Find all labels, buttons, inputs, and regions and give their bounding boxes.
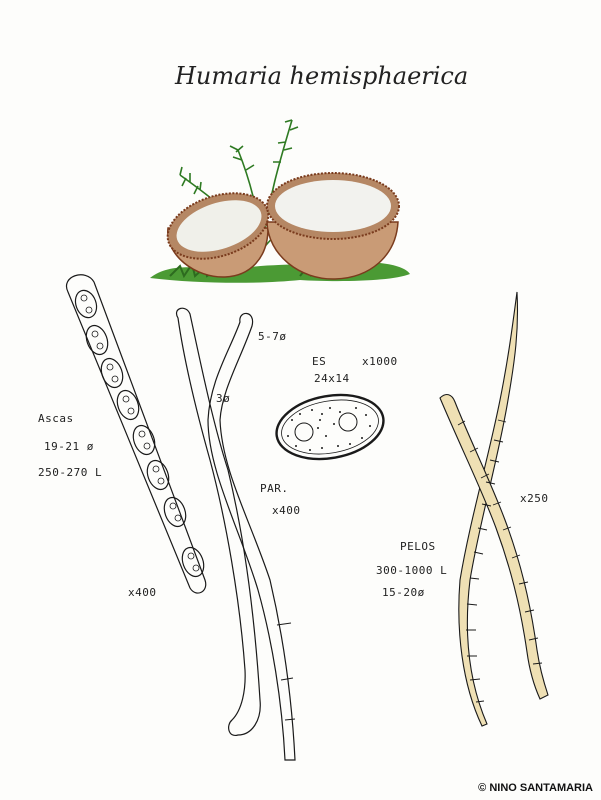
paraphyses-drawing	[176, 307, 296, 761]
ascas-magnification: x400	[128, 586, 157, 599]
paraphyses-width: 3ø	[216, 392, 231, 405]
paraphyses-label: PAR.	[260, 482, 289, 495]
species-title: Humaria hemisphaerica	[175, 62, 469, 90]
spore-label: ES	[312, 355, 327, 368]
ascospores-in-ascus	[74, 289, 205, 578]
right-cup	[266, 221, 399, 280]
paraphyses-magnification: x400	[272, 504, 301, 517]
ascas-length: 250-270 L	[38, 466, 103, 479]
spore-magnification: x1000	[362, 355, 398, 368]
ascus-drawing	[65, 274, 207, 594]
ascas-label: Ascas	[38, 412, 74, 425]
fruiting-bodies-illustration	[150, 119, 410, 283]
ascas-width: 19-21 ø	[44, 440, 94, 453]
copyright-credit: © NINO SANTAMARIA	[478, 782, 593, 794]
pelos-magnification: x250	[520, 492, 549, 505]
paraphyses-tip-width: 5-7ø	[258, 330, 287, 343]
spore-size: 24x14	[314, 372, 350, 385]
hairs-drawing	[439, 291, 549, 727]
pelos-width: 15-20ø	[382, 586, 425, 599]
pelos-length: 300-1000 L	[376, 564, 448, 577]
pelos-label: PELOS	[400, 540, 436, 553]
spore-drawing	[275, 393, 385, 461]
